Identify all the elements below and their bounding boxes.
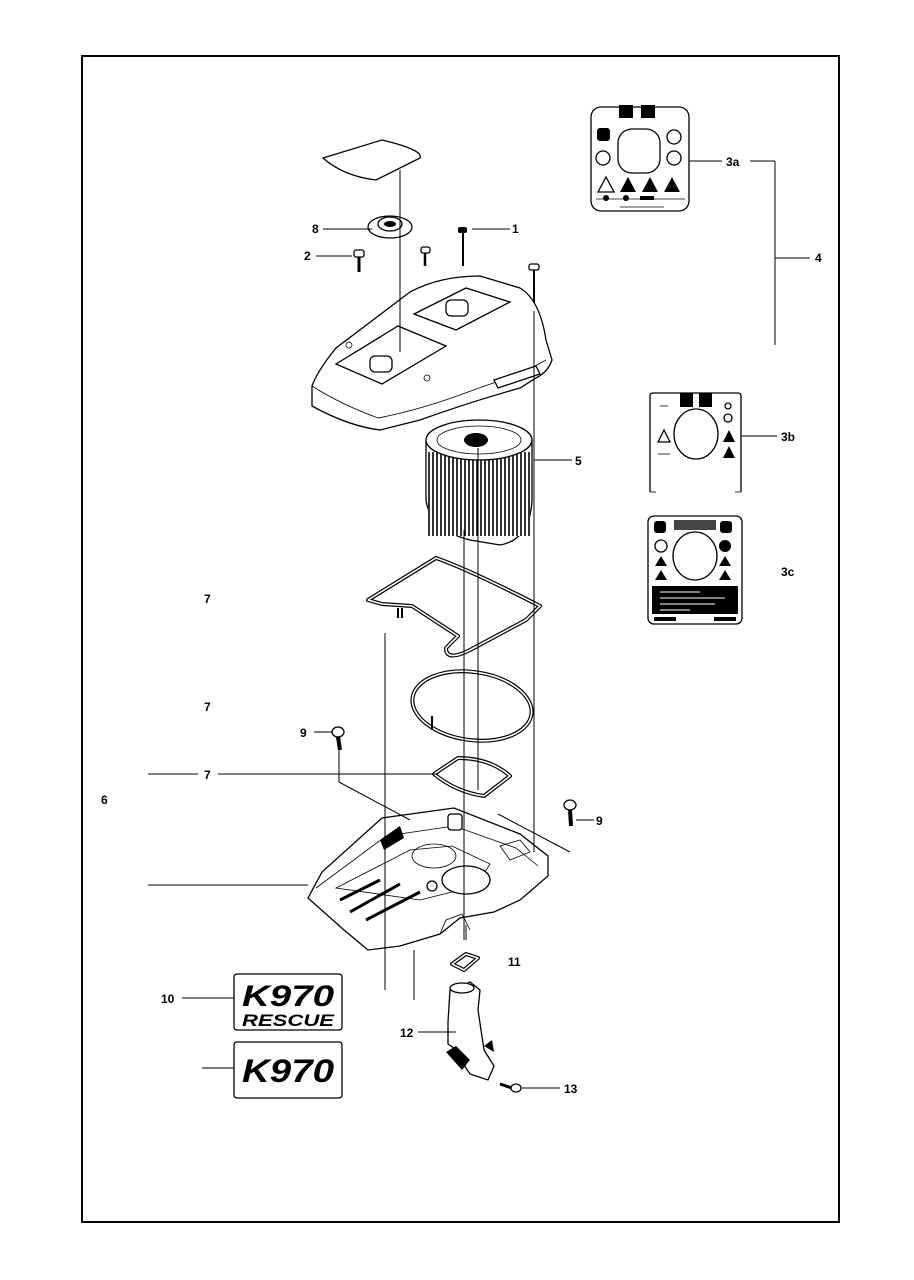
decal-k970-rescue-line1: K970 xyxy=(242,980,334,1013)
part-12-intake-pipe xyxy=(446,981,495,1081)
callout-12: 12 xyxy=(400,1026,414,1040)
callout-11: 11 xyxy=(508,955,521,969)
callout-3b: 3b xyxy=(781,430,795,444)
label-3c xyxy=(647,515,743,625)
callout-10: 10 xyxy=(161,992,175,1006)
decal-k970-plain: K970 xyxy=(242,1053,334,1089)
part-9-screw-right xyxy=(563,799,577,827)
part-1-screw xyxy=(458,227,467,266)
part-13-screw xyxy=(499,1082,522,1093)
part-10-decal-rescue: K970 RESCUE xyxy=(233,973,343,1031)
part-7-gasket-small xyxy=(432,756,512,798)
part-11-seal xyxy=(450,952,480,972)
callout-3a: 3a xyxy=(726,155,740,169)
part-7-gasket-oval xyxy=(410,669,534,743)
callout-9-left: 9 xyxy=(300,726,307,740)
part-2-screw xyxy=(353,249,365,272)
callout-3c: 3c xyxy=(781,565,795,579)
top-cover xyxy=(311,275,553,431)
part-7-gasket-large xyxy=(366,556,542,658)
screw-middle xyxy=(420,246,431,266)
part-5-air-filter xyxy=(425,419,533,546)
top-decal xyxy=(321,139,421,181)
callout-2: 2 xyxy=(304,249,311,263)
leader-lines xyxy=(148,160,810,1089)
callout-7-oval-gasket: 7 xyxy=(204,700,211,714)
part-6-base-housing xyxy=(307,807,549,951)
callout-1: 1 xyxy=(512,222,519,236)
page-frame xyxy=(81,55,840,1223)
callout-5: 5 xyxy=(575,454,582,468)
part-8-grommet xyxy=(367,215,413,239)
label-3a xyxy=(590,105,690,212)
callout-9-right: 9 xyxy=(596,814,603,828)
callouts: 1 2 3a 4 3b 3c 5 8 7 7 7 9 9 6 11 10 12 … xyxy=(101,155,822,1096)
callout-7-small-gasket: 7 xyxy=(204,768,211,782)
callout-7-large-gasket: 7 xyxy=(204,592,211,606)
callout-13: 13 xyxy=(564,1082,578,1096)
callout-8: 8 xyxy=(312,222,319,236)
callout-4: 4 xyxy=(815,251,822,265)
part-10-decal-plain: K970 xyxy=(233,1041,343,1099)
part-9-screw-left xyxy=(331,726,345,751)
decal-k970-rescue-line2: RESCUE xyxy=(242,1011,335,1030)
label-3b xyxy=(649,392,742,493)
callout-6: 6 xyxy=(101,793,108,807)
